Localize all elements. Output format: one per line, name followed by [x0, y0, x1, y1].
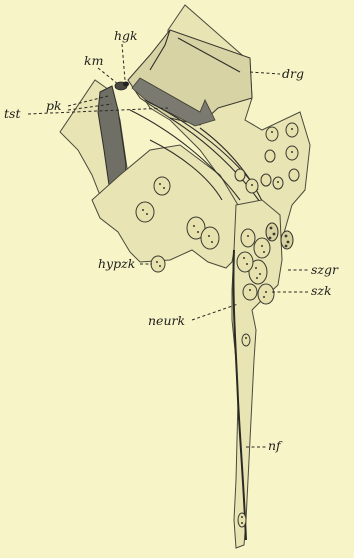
label-km: km — [84, 53, 103, 68]
leader-hgk — [122, 44, 125, 80]
label-pk: pk — [46, 98, 62, 113]
hgk-body — [123, 82, 129, 87]
leader-neurk — [192, 304, 238, 320]
label-tst: tst — [4, 106, 21, 121]
label-drg: drg — [282, 66, 304, 81]
label-hgk: hgk — [114, 28, 138, 43]
label-szk: szk — [311, 283, 332, 298]
label-nf: nf — [268, 438, 283, 453]
leader-drg — [250, 72, 280, 74]
label-neurk: neurk — [148, 313, 185, 328]
label-hypzk: hypzk — [98, 256, 135, 271]
leader-km — [98, 68, 118, 84]
label-szgr: szgr — [311, 262, 339, 277]
